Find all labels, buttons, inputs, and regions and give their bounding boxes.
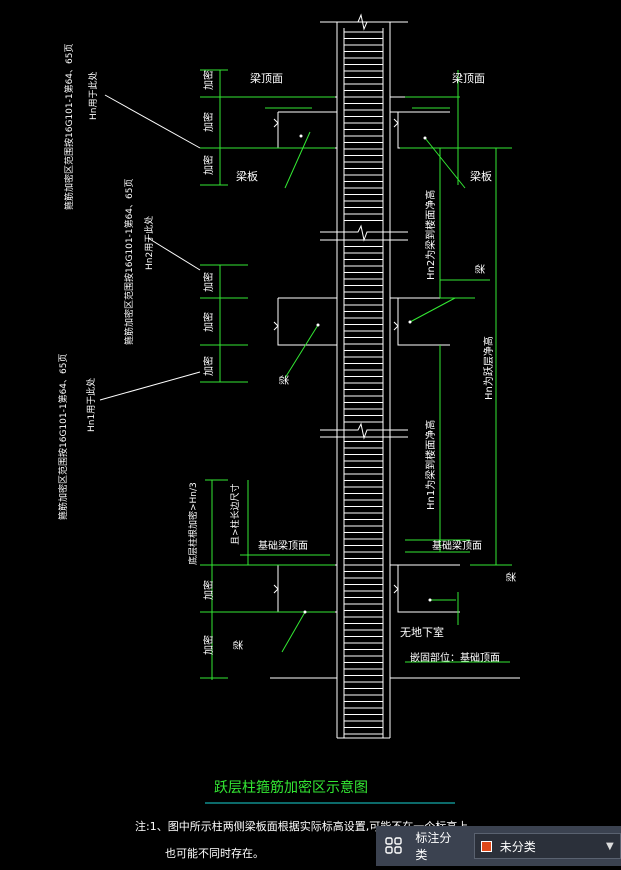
category-color-swatch — [480, 840, 492, 852]
label-jiami-5: 加密 — [202, 312, 215, 332]
diagram-title: 跃层柱箍筋加密区示意图 — [214, 779, 368, 796]
label-foundation-top-right: 基础梁顶面 — [432, 539, 482, 552]
beams — [262, 96, 520, 679]
label-jiami-3: 加密 — [202, 155, 215, 175]
dimension-lines — [200, 69, 512, 680]
label-jiami-7: 加密 — [202, 580, 215, 600]
annot-mid: 箍筋加密区范围按16G101-1第64、65页 — [123, 179, 135, 345]
label-hn1: Hn1为梁到楼面净高 — [424, 420, 437, 510]
label-beam-mid-left: 梁 — [278, 375, 291, 385]
label-embed-part: 嵌固部位：基础顶面 — [410, 651, 500, 664]
annot-low-sub: Hn1用于此处 — [85, 378, 97, 432]
label-beam-base-right: 梁 — [505, 572, 518, 582]
category-select-value: 未分类 — [499, 839, 536, 854]
note-line-2: 也可能不同时存在。 — [165, 846, 264, 860]
label-jiami-8: 加密 — [202, 635, 215, 655]
label-no-basement: 无地下室 — [400, 625, 444, 639]
label-beam-mid-right: 梁 — [474, 264, 487, 274]
label-jiami-2: 加密 — [202, 112, 215, 132]
annot-mid-sub: Hn2用于此处 — [143, 216, 155, 270]
chevron-down-icon[interactable]: ▼ — [606, 840, 614, 852]
leader-dots — [299, 134, 432, 614]
grid-icon[interactable] — [384, 836, 403, 856]
category-select[interactable]: 未分类 ▼ — [473, 833, 621, 859]
annot-top: 箍筋加密区范围按16G101-1第64、65页 — [63, 44, 75, 210]
label-beam-top-right: 梁顶面 — [452, 71, 485, 85]
label-beam-base-left: 梁 — [232, 640, 245, 650]
label-hn2: Hn2为梁到楼面净高 — [424, 190, 437, 280]
label-beam-top-left: 梁顶面 — [250, 71, 283, 85]
column-longitudinal-bars — [343, 28, 384, 738]
label-hn-total: Hn为跃层净高 — [482, 336, 495, 400]
annot-low: 箍筋加密区范围按16G101-1第64、65页 — [57, 354, 69, 520]
label-jiami-4: 加密 — [202, 272, 215, 292]
label-jiami-1: 加密 — [202, 70, 215, 90]
label-beam-slab-left: 梁板 — [236, 169, 258, 183]
annotation-leaders — [99, 94, 201, 401]
annot-top-sub: Hn用于此处 — [87, 72, 99, 120]
label-beam-slab-right: 梁板 — [470, 169, 492, 183]
label-jiami-6: 加密 — [202, 356, 215, 376]
toolbar-label: 标注分类 — [415, 831, 452, 862]
annotation-toolbar: 标注分类 未分类 ▼ — [376, 826, 621, 866]
column-stirrups — [344, 31, 383, 735]
annot-base-2: 且>柱长边尺寸 — [229, 483, 241, 545]
annot-base-1: 底层柱根加密>Hn/3 — [187, 482, 199, 565]
column — [320, 13, 408, 739]
label-foundation-top-left: 基础梁顶面 — [258, 539, 308, 552]
